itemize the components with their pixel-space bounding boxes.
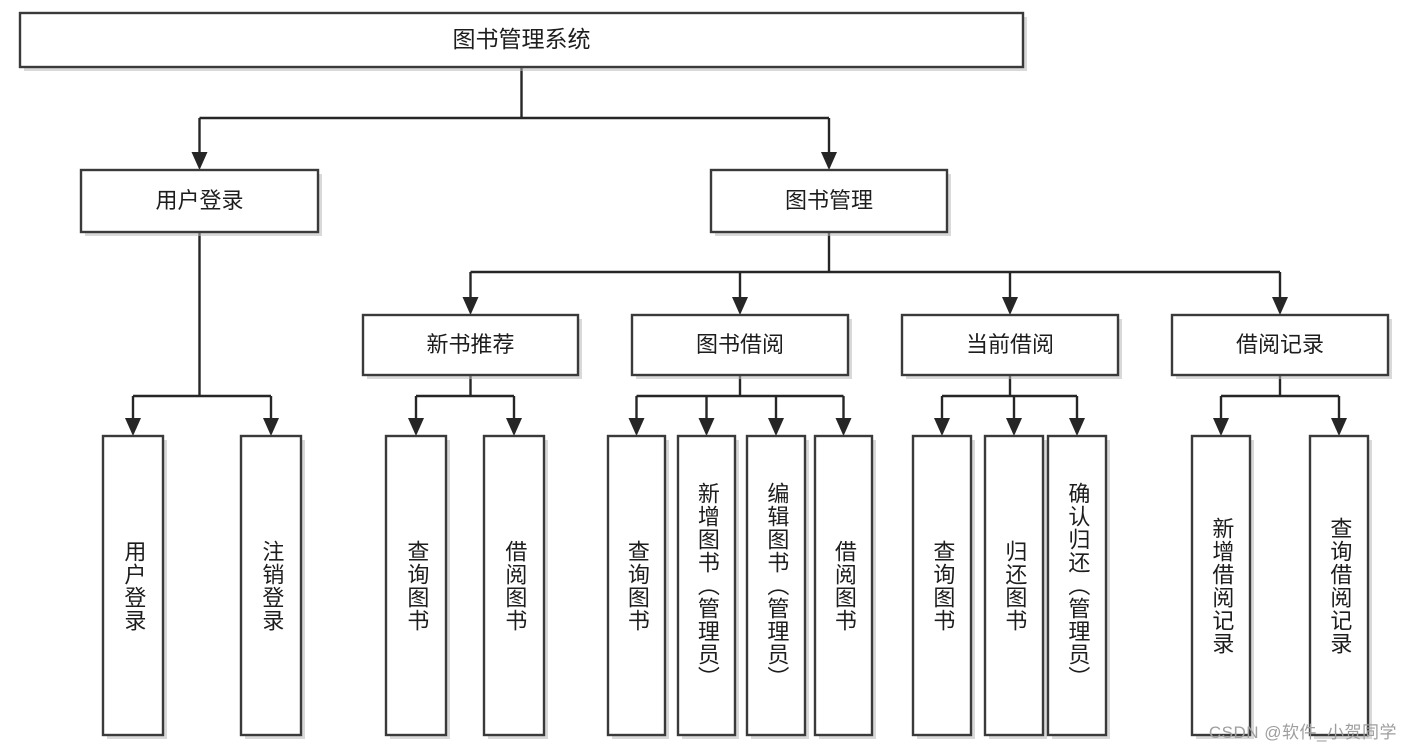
connector-arrowhead [698, 418, 715, 436]
connector-arrowhead [628, 418, 645, 436]
connector-arrowhead [408, 418, 424, 436]
node-leaf-confirm-return[interactable] [1046, 434, 1110, 739]
node-new-book-rec[interactable] [361, 313, 582, 379]
node-book-manage[interactable] [709, 168, 951, 236]
connector-arrowhead [506, 418, 522, 436]
node-label-new-book-rec: 新书推荐 [426, 332, 514, 357]
connector-arrowhead [1272, 297, 1288, 315]
connector-arrowhead [1331, 418, 1347, 436]
node-root[interactable] [18, 11, 1027, 71]
watermark-text: CSDN @软件_小贺同学 [1208, 723, 1397, 742]
connector-layer [125, 67, 1347, 436]
connector-arrowhead [821, 152, 837, 170]
connector-arrowhead [1069, 418, 1085, 436]
node-book-borrow[interactable] [630, 313, 852, 379]
node-leaf-add-record[interactable] [1190, 434, 1254, 739]
node-box-layer [18, 11, 1392, 739]
connector-arrowhead [263, 418, 279, 436]
node-borrow-record[interactable] [1170, 313, 1392, 379]
connector-arrowhead [768, 418, 784, 436]
connector-arrowhead [1006, 418, 1022, 436]
connector-arrowhead [191, 152, 208, 170]
node-leaf-user-login[interactable] [101, 434, 167, 739]
node-label-borrow-record: 借阅记录 [1236, 332, 1324, 357]
node-current-borrow[interactable] [900, 313, 1122, 379]
node-leaf-return-book[interactable] [983, 434, 1047, 739]
connector-arrowhead [1002, 297, 1018, 315]
node-label-root: 图书管理系统 [453, 26, 591, 52]
connector-arrowhead [462, 297, 479, 315]
node-label-book-manage: 图书管理 [785, 188, 873, 213]
node-leaf-borrow-book[interactable] [813, 434, 876, 739]
connector-arrowhead [732, 297, 748, 315]
node-leaf-query-book-borrow[interactable] [606, 434, 669, 739]
connector-arrowhead [934, 418, 950, 436]
connector-arrowhead [1213, 418, 1229, 436]
node-label-current-borrow: 当前借阅 [966, 332, 1054, 357]
node-label-user-login: 用户登录 [155, 188, 243, 213]
node-leaf-edit-book[interactable] [745, 434, 809, 739]
node-leaf-add-book[interactable] [676, 434, 739, 739]
node-leaf-user-logout[interactable] [239, 434, 305, 739]
connector-arrowhead [125, 418, 141, 436]
node-label-book-borrow: 图书借阅 [696, 332, 784, 357]
connector-arrowhead [835, 418, 852, 436]
node-leaf-query-book-rec[interactable] [384, 434, 450, 739]
node-user-login[interactable] [79, 168, 322, 236]
node-leaf-query-book-cur[interactable] [911, 434, 975, 739]
node-leaf-query-record[interactable] [1308, 434, 1372, 739]
node-leaf-borrow-book-rec[interactable] [482, 434, 548, 739]
